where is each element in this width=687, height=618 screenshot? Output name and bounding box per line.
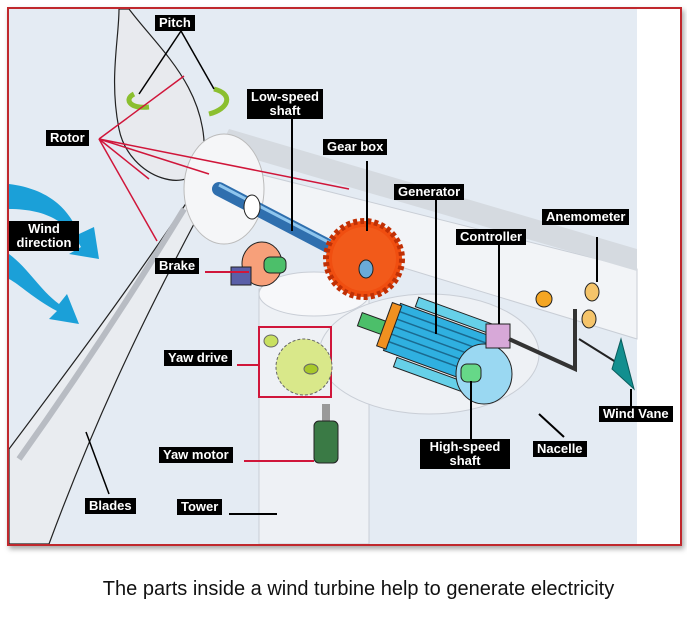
shaft-bearing — [243, 194, 261, 220]
label-pitch: Pitch — [155, 15, 195, 31]
label-rotor: Rotor — [46, 130, 89, 146]
label-yaw-drive: Yaw drive — [164, 350, 232, 366]
low-speed-shaft — [212, 182, 341, 256]
label-nacelle: Nacelle — [533, 441, 587, 457]
gear-box-hub — [358, 259, 374, 279]
yaw-pinion — [263, 334, 279, 348]
nacelle-top-edge — [219, 129, 637, 271]
controller-box — [485, 323, 511, 349]
pitch-leader-right — [180, 30, 215, 90]
label-blades: Blades — [85, 498, 136, 514]
label-controller: Controller — [456, 229, 527, 245]
yaw-motor-shaft — [322, 404, 330, 424]
high-speed-shaft — [460, 363, 482, 383]
anemometer-mast — [508, 309, 577, 373]
wind-arrow-lower — [9, 254, 79, 324]
label-gear-box: Gear box — [323, 139, 388, 155]
blades-leader — [85, 431, 110, 495]
yaw-motor — [313, 420, 339, 464]
wind-vane-fin — [611, 337, 635, 391]
pitch-leader-left — [138, 30, 182, 95]
generator-commutator — [375, 301, 403, 350]
label-tower: Tower — [177, 499, 223, 515]
label-generator: Generator — [394, 184, 465, 200]
pitch-arrow-left — [126, 91, 150, 110]
label-brake: Brake — [155, 258, 200, 274]
wind-vane-arm — [578, 338, 620, 365]
caption: The parts inside a wind turbine help to … — [102, 578, 615, 600]
brake-caliper — [230, 266, 252, 286]
generator — [375, 296, 496, 395]
pitch-arrow-right — [208, 86, 229, 117]
low-speed-shaft-highlight — [218, 183, 335, 247]
white-margin — [637, 9, 680, 544]
label-wind-direction: Wind direction — [9, 221, 79, 251]
label-low-speed-shaft: Low-speed shaft — [247, 89, 323, 119]
blade-edge — [16, 207, 187, 461]
label-wind-vane: Wind Vane — [599, 406, 673, 422]
label-high-speed-shaft: High-speed shaft — [420, 439, 510, 469]
label-yaw-motor: Yaw motor — [159, 447, 233, 463]
gear-box-face — [332, 227, 396, 291]
anemometer-cup-1 — [535, 290, 553, 308]
label-anemometer: Anemometer — [542, 209, 630, 225]
wind-turbine-illustration — [9, 9, 680, 544]
rotor-leaders — [98, 75, 350, 242]
anemometer-cup-2 — [584, 282, 600, 302]
brake-shaft — [263, 256, 287, 274]
diagram-frame: Pitch Rotor Low-speed shaft Gear box Gen… — [7, 7, 682, 546]
anemometer-cup-3 — [581, 309, 597, 329]
yaw-gear-hub — [303, 363, 319, 375]
nacelle-leader — [538, 413, 565, 438]
wind-arrow-upper — [9, 184, 99, 259]
